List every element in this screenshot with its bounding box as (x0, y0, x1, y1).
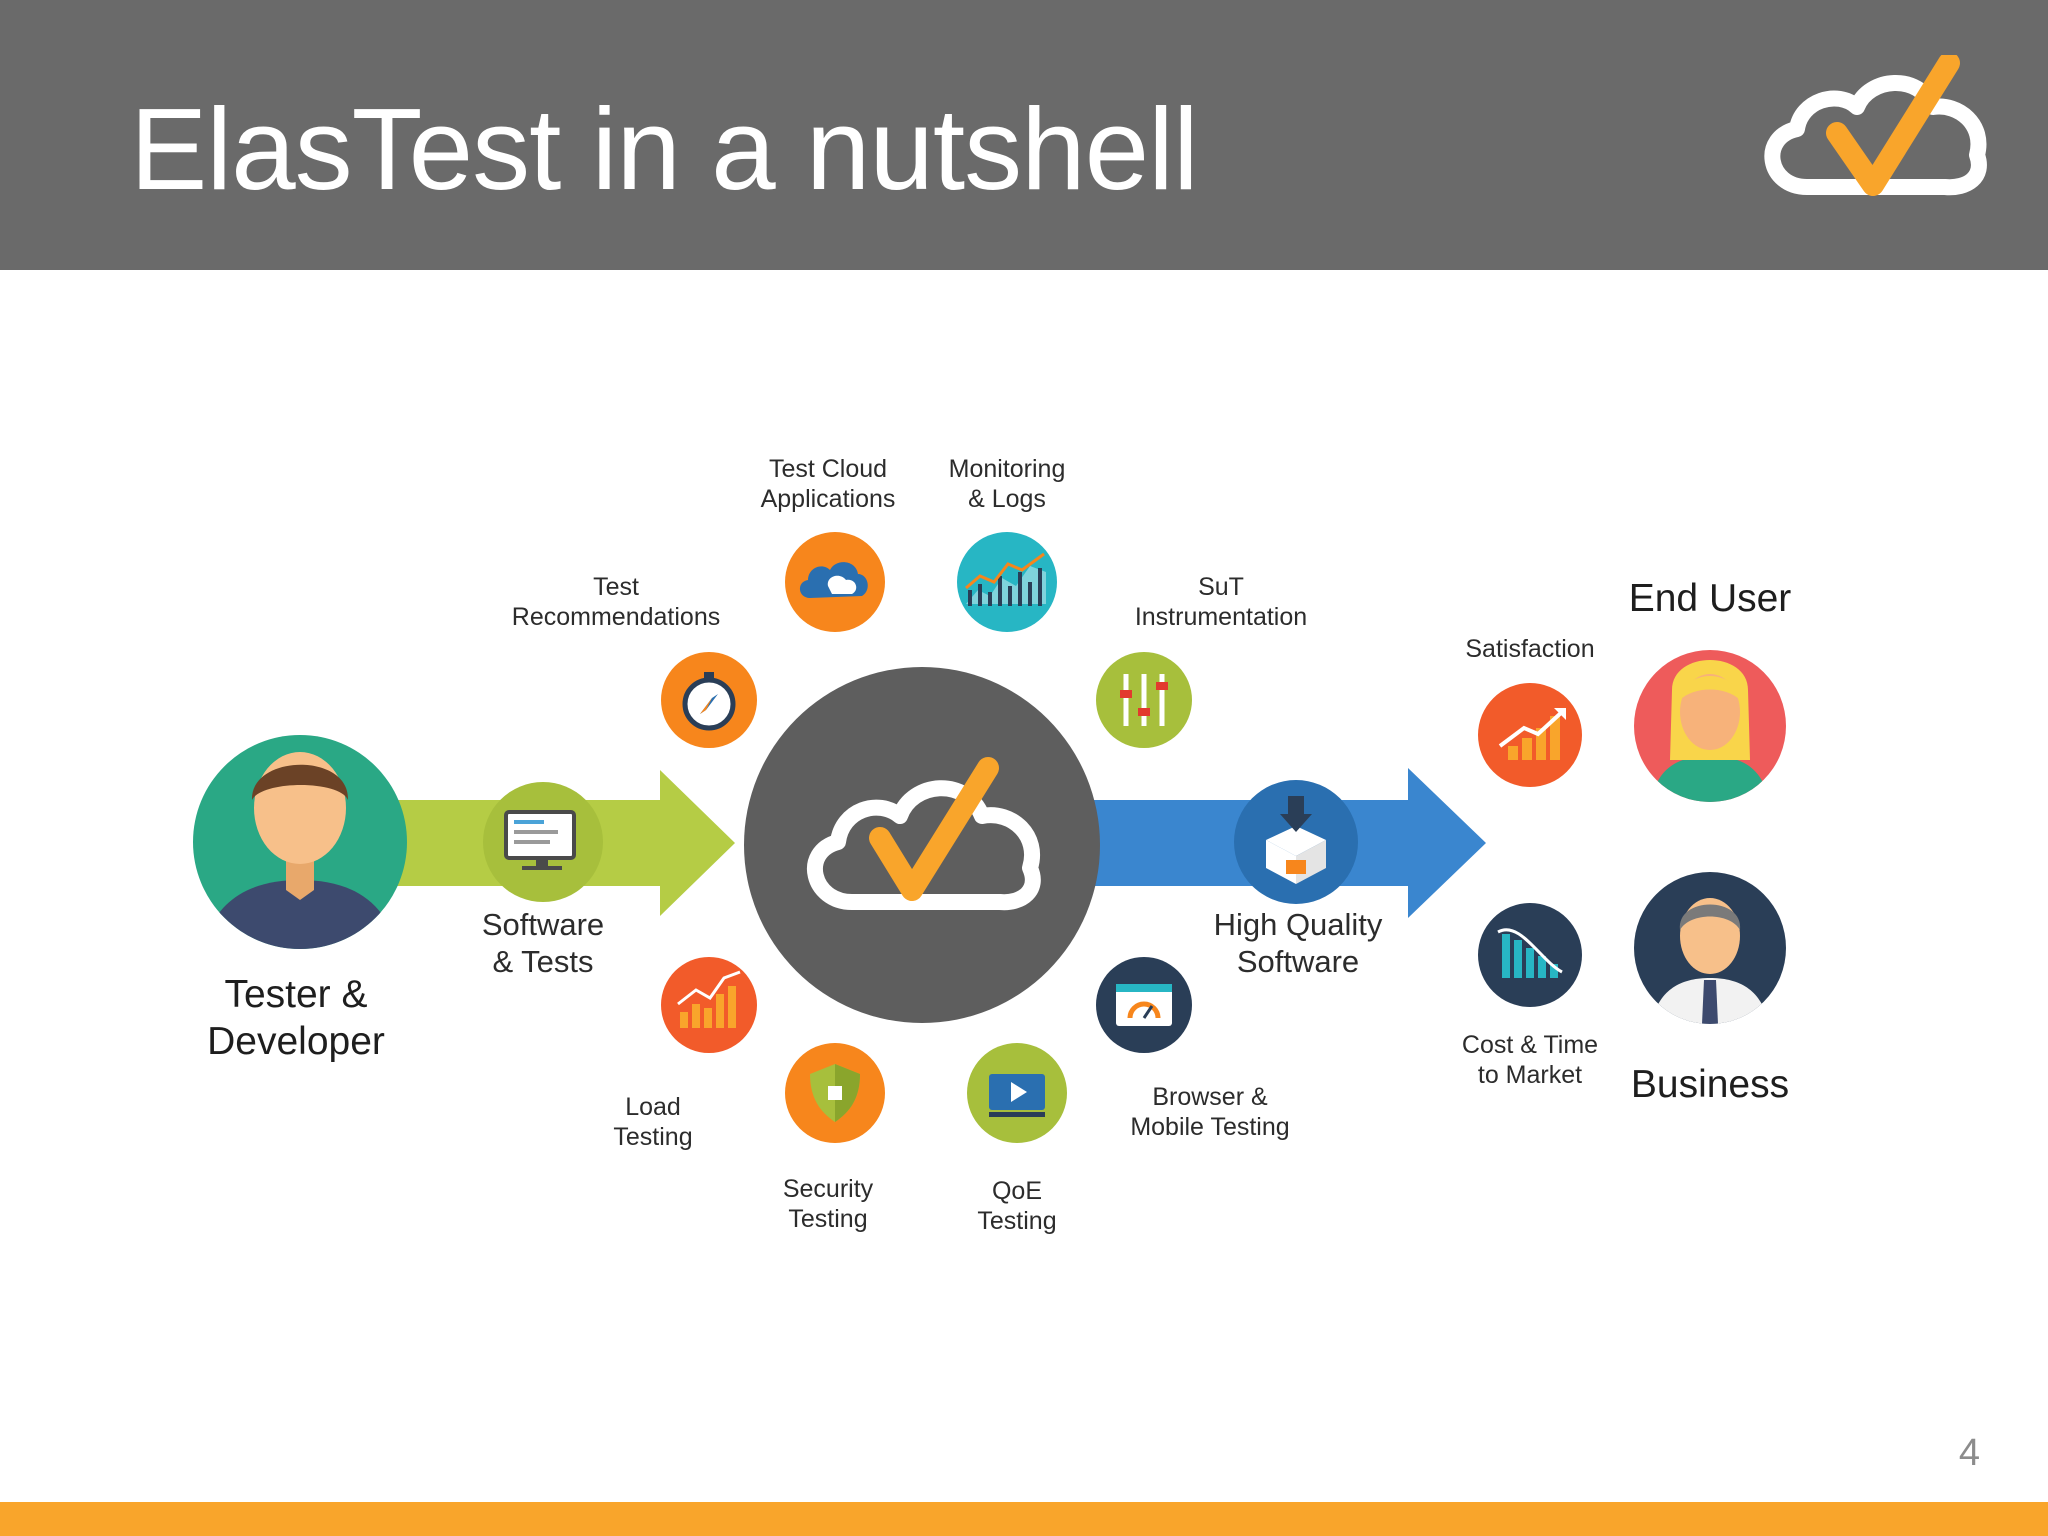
service-label-line1: Test (593, 573, 639, 601)
video-player-icon (967, 1043, 1067, 1143)
high-quality-label-line1: High Quality (1213, 907, 1383, 942)
tester-label-line1: Tester & (224, 973, 368, 1016)
service-label-test-recommendations: Test Recommendations (512, 572, 720, 632)
package-icon (1234, 780, 1358, 904)
business-label: Business (1630, 1063, 1790, 1106)
bar-chart-icon (661, 957, 757, 1053)
tester-avatar (193, 735, 407, 949)
service-label-line2: Testing (977, 1207, 1057, 1235)
service-label-browser-mobile: Browser & Mobile Testing (1130, 1082, 1289, 1142)
service-label-line1: Load (625, 1093, 681, 1121)
service-label-line1: Browser & (1152, 1083, 1268, 1111)
benefit-label-satisfaction: Satisfaction (1465, 634, 1594, 664)
software-tests-label-line1: Software (481, 907, 605, 942)
shield-icon (785, 1043, 885, 1143)
service-label-monitoring: Monitoring & Logs (949, 454, 1066, 514)
monitoring-chart-icon (957, 532, 1057, 632)
software-tests-label: Software & Tests (482, 906, 604, 980)
compass-icon (661, 652, 757, 748)
benefit-label-line1: Cost & Time (1461, 1031, 1599, 1059)
service-label-line1: SuT (1198, 573, 1244, 601)
service-label-line2: & Logs (968, 485, 1046, 513)
elastest-core-icon (744, 667, 1100, 1023)
software-tests-label-line2: & Tests (492, 944, 594, 980)
service-label-line2: Instrumentation (1134, 603, 1308, 631)
end-user-avatar (1634, 650, 1786, 802)
service-label-line2: Applications (760, 485, 896, 513)
service-label-line2: Mobile Testing (1130, 1113, 1290, 1141)
service-label-line2: Recommendations (511, 603, 721, 631)
page-number: 4 (1958, 1432, 1980, 1474)
growth-chart-icon (1478, 683, 1582, 787)
declining-chart-icon (1478, 903, 1582, 1007)
footer-accent-bar (0, 1502, 2048, 1536)
service-label-line1: QoE (991, 1177, 1043, 1205)
benefit-label-cost-time: Cost & Time to Market (1462, 1030, 1598, 1090)
service-label-line1: Security (782, 1175, 874, 1203)
cloud-icon (785, 532, 885, 632)
service-label-line1: Monitoring (948, 455, 1066, 483)
service-label-qoe-testing: QoE Testing (977, 1176, 1056, 1236)
service-label-security-testing: Security Testing (783, 1174, 873, 1234)
end-user-label: End User (1628, 577, 1792, 620)
service-label-load-testing: Load Testing (613, 1092, 692, 1152)
service-label-sut-instrumentation: SuT Instrumentation (1135, 572, 1307, 632)
service-label-line2: Testing (613, 1123, 693, 1151)
elastest-logo-icon (1764, 55, 1987, 196)
high-quality-label-line2: Software (1236, 944, 1360, 980)
browser-gauge-icon (1096, 957, 1192, 1053)
slide-title: ElasTest in a nutshell (130, 84, 1199, 214)
sliders-icon (1096, 652, 1192, 748)
software-tests-icon (483, 782, 603, 902)
benefit-label-line2: to Market (1477, 1061, 1583, 1089)
service-label-test-cloud: Test Cloud Applications (761, 454, 896, 514)
benefit-label-line1: Satisfaction (1465, 635, 1595, 663)
slide-header: ElasTest in a nutshell (0, 0, 2048, 270)
high-quality-software-label: High Quality Software (1214, 906, 1383, 980)
service-label-line2: Testing (788, 1205, 868, 1233)
service-label-line1: Test Cloud (768, 455, 888, 483)
tester-label-line2: Developer (207, 1019, 385, 1063)
business-avatar (1634, 872, 1786, 1024)
tester-label: Tester & Developer (207, 972, 385, 1066)
